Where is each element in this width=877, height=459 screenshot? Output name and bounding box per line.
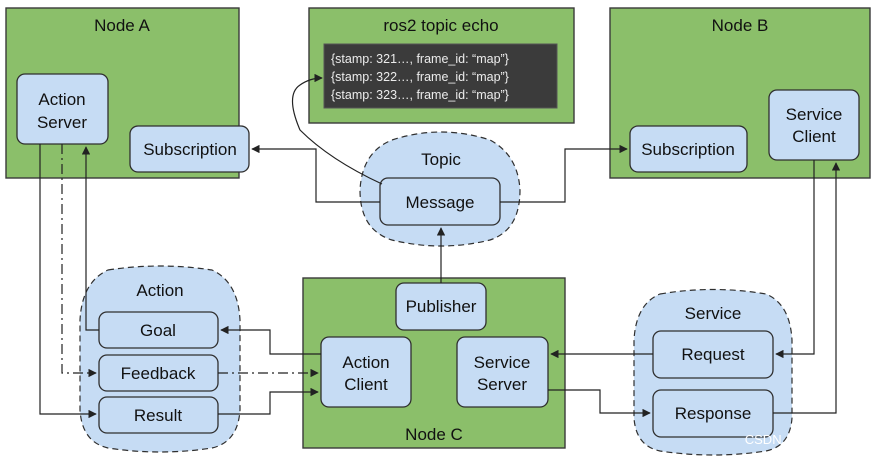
node-c-title: Node C	[405, 425, 463, 444]
node-a-title: Node A	[94, 16, 150, 35]
action-client-label-1: Action	[342, 353, 389, 372]
goal-label: Goal	[140, 321, 176, 340]
node-b-title: Node B	[712, 16, 769, 35]
message-box[interactable]: Message	[379, 177, 501, 226]
topic-title: Topic	[421, 150, 461, 169]
service-client-box[interactable]: Service Client	[768, 89, 860, 161]
result-box[interactable]: Result	[98, 396, 219, 434]
response-box[interactable]: Response	[652, 389, 774, 438]
action-server-box[interactable]: Action Server	[16, 73, 109, 145]
subscription-a-box[interactable]: Subscription	[129, 125, 250, 173]
service-client-label-1: Service	[786, 105, 843, 124]
wire-server-to-result	[39, 144, 97, 419]
echo-line-2: {stamp: 322…, frame_id: “map”}	[331, 70, 509, 84]
wire-message-to-sub-a	[251, 144, 380, 203]
wire-client-to-request	[775, 160, 815, 359]
action-title: Action	[136, 281, 183, 300]
service-server-box[interactable]: Service Server	[456, 336, 549, 408]
topic-echo-title: ros2 topic echo	[383, 16, 498, 35]
subscription-b-box[interactable]: Subscription	[629, 125, 748, 173]
result-label: Result	[134, 406, 182, 425]
feedback-box[interactable]: Feedback	[98, 354, 219, 392]
publisher-label: Publisher	[406, 297, 477, 316]
wire-result-to-client	[218, 387, 319, 415]
wire-message-to-sub-b	[500, 144, 628, 203]
action-server-label-1: Action	[38, 90, 85, 109]
service-client-label-2: Client	[792, 127, 836, 146]
feedback-label: Feedback	[121, 364, 196, 383]
wire-response-to-client	[773, 162, 841, 414]
topic-echo-panel: ros2 topic echo {stamp: 321…, frame_id: …	[308, 7, 575, 124]
response-label: Response	[675, 404, 752, 423]
goal-box[interactable]: Goal	[98, 311, 219, 349]
subscription-b-label: Subscription	[641, 140, 735, 159]
publisher-box[interactable]: Publisher	[395, 282, 487, 331]
watermark: CSDN @zhangrelay	[745, 432, 863, 447]
connectors	[39, 73, 841, 419]
action-server-label-2: Server	[37, 113, 87, 132]
service-server-label-1: Service	[474, 353, 531, 372]
subscription-a-label: Subscription	[143, 140, 237, 159]
wire-server-to-response	[548, 389, 651, 418]
wire-message-to-echo	[291, 73, 383, 185]
echo-line-1: {stamp: 321…, frame_id: “map”}	[331, 52, 509, 66]
service-title: Service	[685, 304, 742, 323]
action-client-box[interactable]: Action Client	[320, 336, 412, 408]
wire-client-to-goal	[220, 325, 321, 355]
action-client-label-2: Client	[344, 375, 388, 394]
wire-goal-to-server	[81, 146, 99, 331]
wire-server-to-feedback	[61, 144, 97, 378]
service-server-label-2: Server	[477, 375, 527, 394]
echo-console	[323, 43, 558, 109]
request-box[interactable]: Request	[652, 330, 774, 379]
message-label: Message	[406, 193, 475, 212]
request-label: Request	[681, 345, 745, 364]
echo-line-3: {stamp: 323…, frame_id: “map”}	[331, 88, 509, 102]
